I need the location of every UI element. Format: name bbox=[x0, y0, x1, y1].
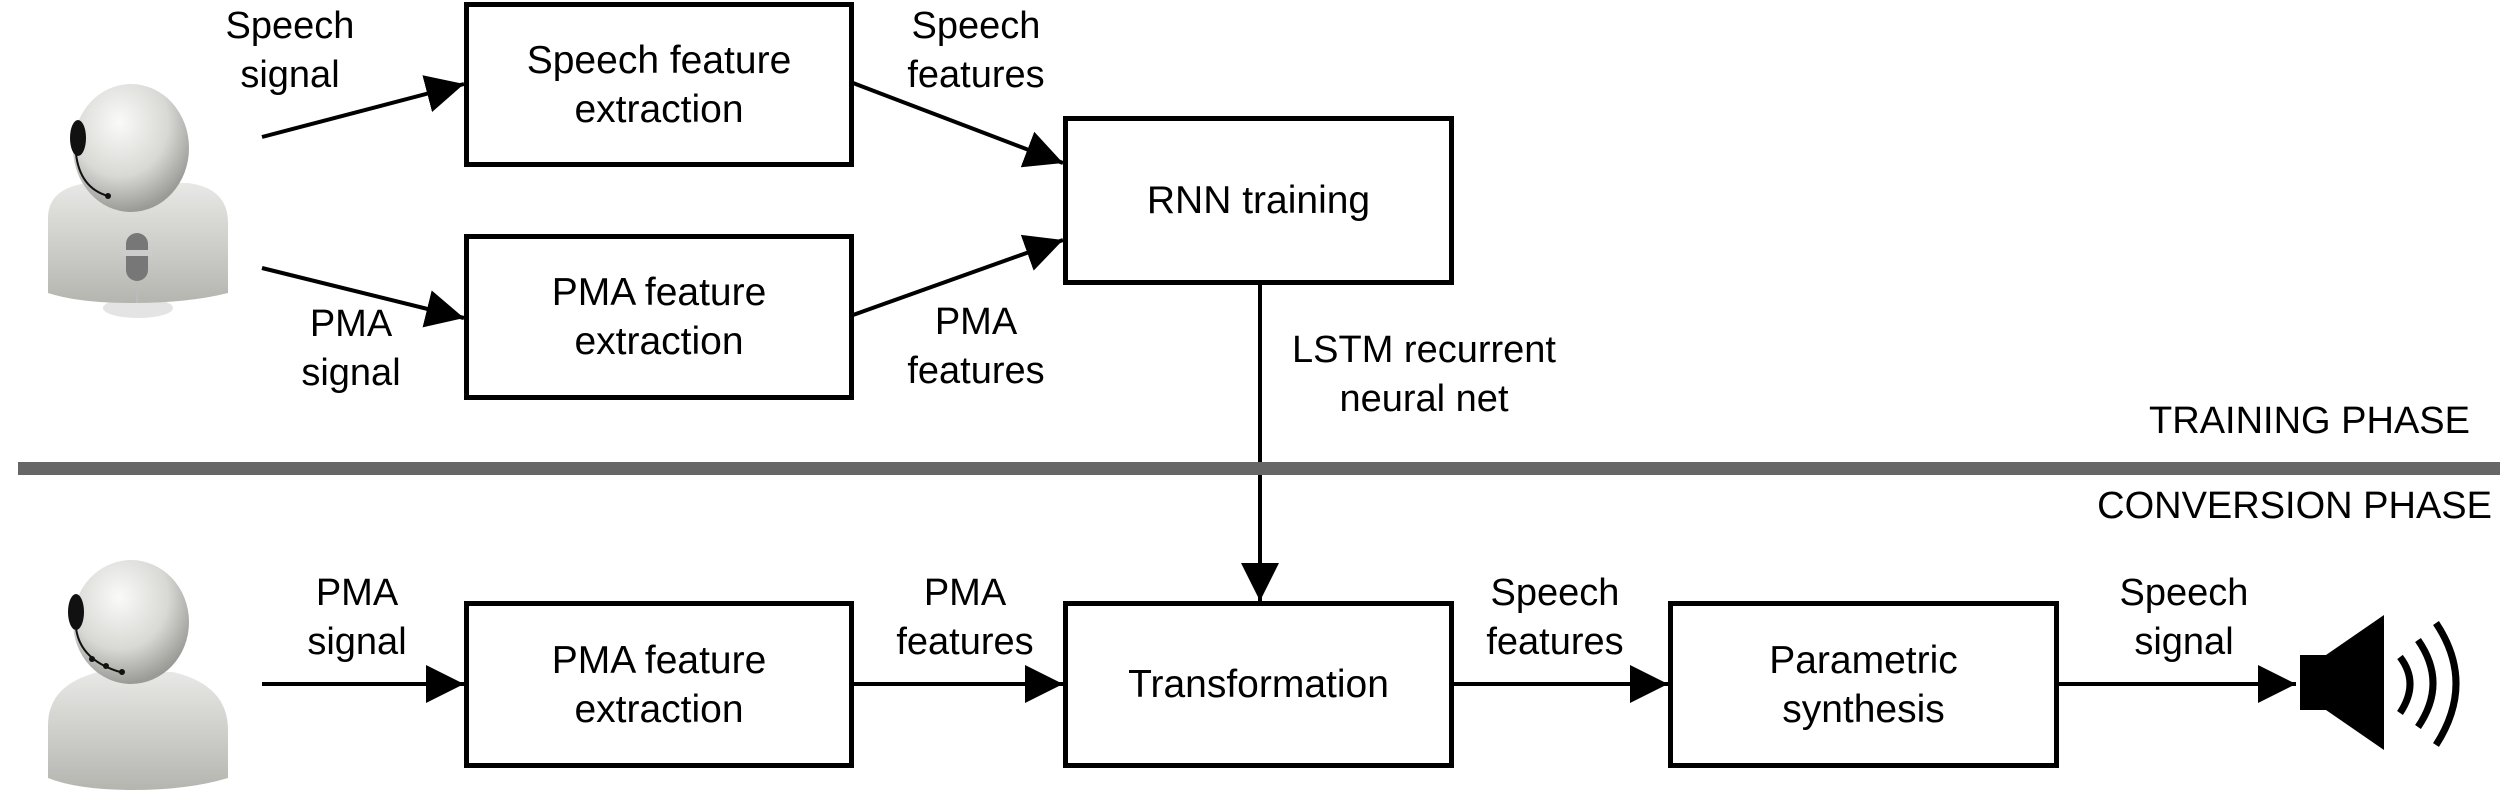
arrow-speech-signal bbox=[261, 75, 465, 139]
loudspeaker-icon bbox=[2300, 615, 2460, 750]
speech-feature-extraction-box: Speech feature extraction bbox=[464, 2, 854, 167]
rnn-training-text: RNN training bbox=[1146, 179, 1371, 222]
training-phase-label: TRAINING PHASE bbox=[2149, 400, 2470, 442]
arrow-pma-signal bbox=[261, 266, 465, 328]
pma-feature-extraction-text: PMA feature extraction bbox=[551, 271, 767, 363]
speech-feature-extraction-text: Speech feature extraction bbox=[526, 38, 792, 131]
transformation-text: Transformation bbox=[1128, 663, 1389, 706]
conv-pma-features-label: PMA features bbox=[896, 572, 1034, 663]
conv-speech-features-label: Speech features bbox=[1486, 572, 1624, 663]
conv-pma-feature-extraction-text: PMA feature extraction bbox=[551, 638, 767, 731]
lstm-label: LSTM recurrent neural net bbox=[1292, 329, 1556, 420]
phase-separator bbox=[18, 462, 2500, 475]
arrow-speech-features bbox=[852, 81, 1064, 168]
speech-features-label: Speech features bbox=[907, 5, 1045, 96]
parametric-synthesis-text: Parametric synthesis bbox=[1769, 638, 1958, 731]
conv-pma-signal-label: PMA signal bbox=[307, 572, 407, 663]
pma-signal-label: PMA signal bbox=[301, 303, 401, 394]
conversion-phase-label: CONVERSION PHASE bbox=[2097, 485, 2492, 527]
arrow-pma-features bbox=[852, 234, 1064, 317]
speaker-person-with-microphone-icon bbox=[48, 84, 228, 318]
conv-speech-signal-label: Speech signal bbox=[2119, 572, 2249, 663]
pma-features-label: PMA features bbox=[907, 301, 1045, 392]
speaker-person-icon bbox=[48, 560, 228, 790]
pma-feature-extraction-box: PMA feature extraction bbox=[464, 234, 854, 400]
speech-signal-label: Speech signal bbox=[225, 5, 355, 96]
parametric-synthesis-box: Parametric synthesis bbox=[1668, 601, 2059, 768]
transformation-box: Transformation bbox=[1063, 601, 1454, 768]
conv-pma-feature-extraction-box: PMA feature extraction bbox=[464, 601, 854, 768]
rnn-training-box: RNN training bbox=[1063, 116, 1454, 285]
